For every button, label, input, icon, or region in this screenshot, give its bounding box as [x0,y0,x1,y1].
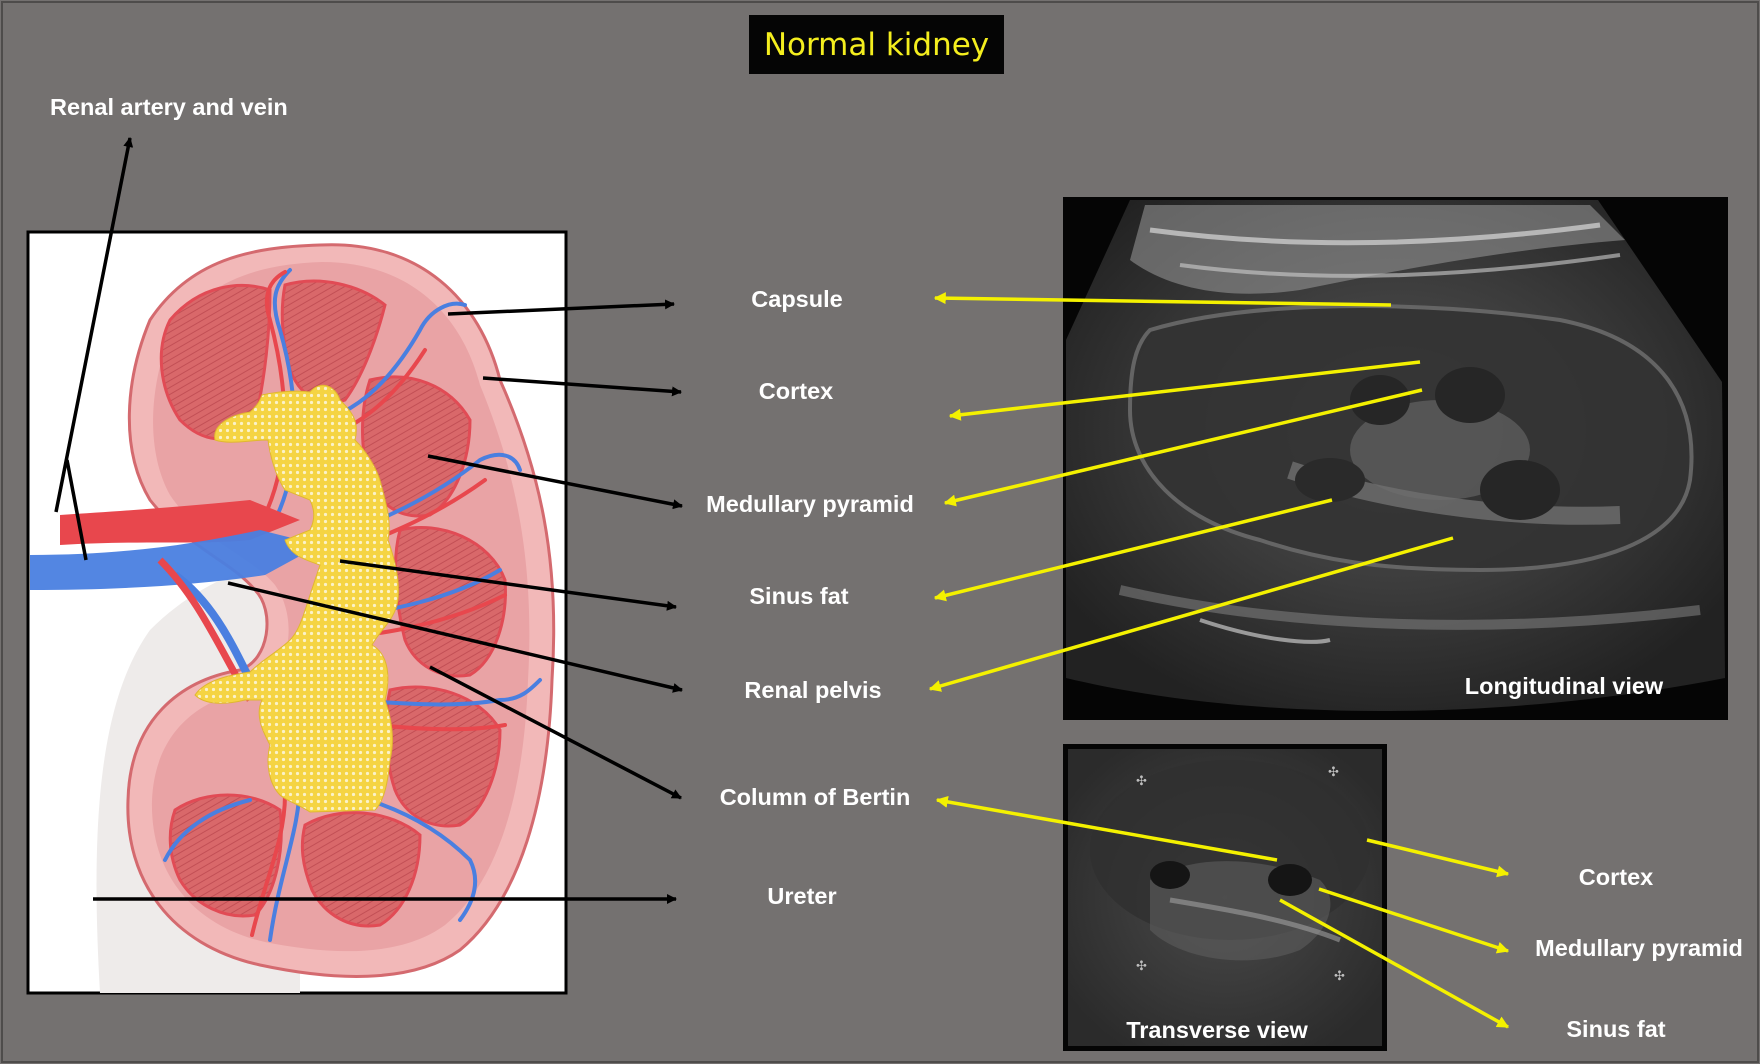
label-capsule: Capsule [751,288,842,312]
us-arrow-cortex-transverse [1367,840,1508,874]
svg-text:✣: ✣ [1136,774,1147,789]
label-ureter: Ureter [767,885,836,909]
kidney-illustration [28,232,566,993]
svg-text:✣: ✣ [1328,765,1339,780]
label-medullary-pyramid-transverse: Medullary pyramid [1535,937,1743,961]
label-renal-pelvis: Renal pelvis [744,679,881,703]
label-sinus-fat: Sinus fat [749,585,848,609]
longitudinal-ultrasound [1063,197,1728,720]
label-transverse-view: Transverse view [1126,1019,1308,1043]
transverse-ultrasound: ✣ ✣ ✣ ✣ [1063,744,1387,1051]
label-renal-artery-vein: Renal artery and vein [50,96,288,120]
label-longitudinal-view: Longitudinal view [1465,675,1663,699]
label-medullary-pyramid: Medullary pyramid [706,493,914,517]
label-column-of-bertin: Column of Bertin [720,786,911,810]
label-cortex-transverse: Cortex [1579,866,1653,890]
page-title: Normal kidney [749,15,1004,74]
svg-text:✣: ✣ [1334,969,1345,984]
label-sinus-fat-transverse: Sinus fat [1566,1018,1665,1042]
label-cortex: Cortex [759,380,833,404]
svg-text:✣: ✣ [1136,959,1147,974]
